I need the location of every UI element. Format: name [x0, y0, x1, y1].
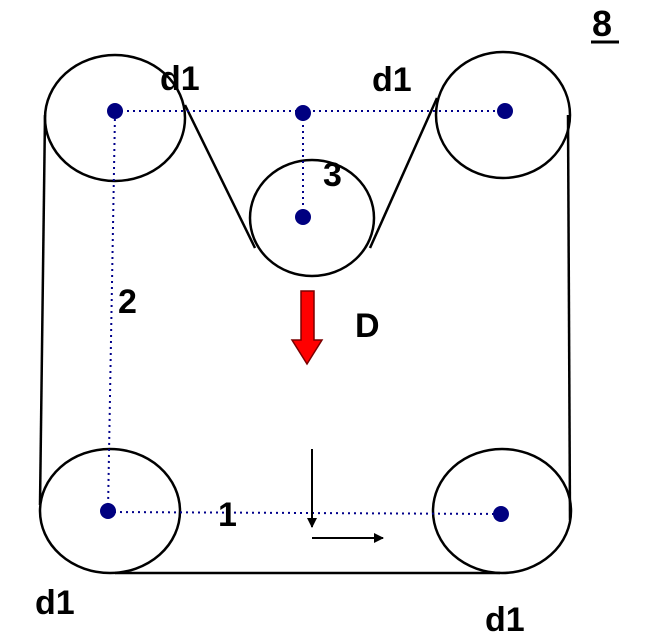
- label-dimension-1: 1: [218, 496, 237, 534]
- label-force-d: D: [355, 307, 380, 345]
- belt-inner-left-segment: [183, 104, 257, 249]
- pulley-middle: [248, 158, 376, 278]
- belt-left-segment: [38, 114, 47, 506]
- label-d1-top-right: d1: [372, 61, 412, 99]
- center-dot-top-middle: [295, 105, 311, 121]
- label-dimension-2: 2: [118, 283, 137, 321]
- belt-inner-right-segment: [368, 97, 439, 249]
- pulley-bottom-right: [431, 447, 573, 575]
- label-d1-bottom-left: d1: [35, 584, 75, 622]
- center-dot-bottom-right: [493, 506, 509, 522]
- label-d1-bottom-right: d1: [485, 601, 525, 639]
- force-arrow: [290, 290, 324, 366]
- belt: [38, 97, 572, 575]
- center-dot-top-left: [107, 103, 123, 119]
- pulley-top-left: [43, 53, 187, 183]
- label-d1-top-left: d1: [160, 60, 200, 98]
- center-dot-top-right: [497, 103, 513, 119]
- label-dimension-3: 3: [323, 156, 342, 194]
- figure-number: 8: [592, 3, 612, 44]
- center-dot-middle: [295, 209, 311, 225]
- center-dot-bottom-left: [100, 503, 116, 519]
- dotted-line-bottom: [107, 511, 502, 515]
- pulley-top-right: [434, 50, 572, 180]
- dotted-line-left-vertical: [107, 112, 116, 511]
- belt-right-segment: [566, 114, 572, 521]
